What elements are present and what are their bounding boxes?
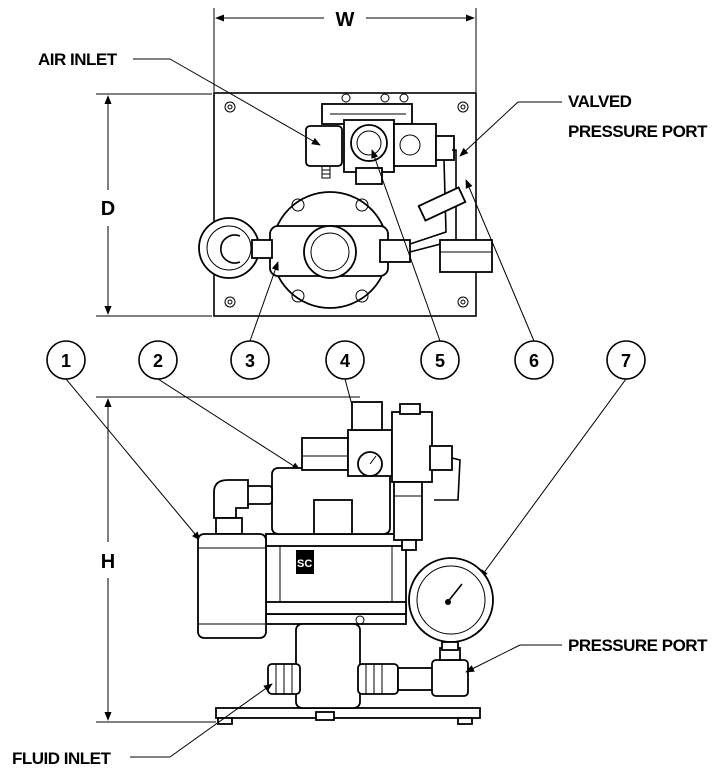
exhaust-muffler bbox=[197, 533, 267, 639]
svg-text:4: 4 bbox=[340, 351, 350, 371]
air-inlet-label: AIR INLET bbox=[38, 50, 118, 69]
fluid-inlet-callout: FLUID INLET bbox=[12, 683, 273, 768]
pressure-gauge bbox=[408, 557, 494, 643]
depth-dimension: D bbox=[96, 93, 212, 317]
pressure-port-callout: PRESSURE PORT bbox=[465, 636, 709, 673]
item-balloons: 1 2 3 4 5 6 7 bbox=[46, 340, 646, 380]
svg-text:1: 1 bbox=[61, 351, 71, 371]
pressure-port-valve bbox=[431, 659, 469, 697]
valved-pressure-port-label-1: VALVED bbox=[568, 92, 632, 111]
height-dimension: H bbox=[96, 396, 360, 723]
front-base-plate bbox=[215, 707, 481, 719]
depth-label: D bbox=[101, 198, 115, 220]
top-view: W D bbox=[96, 8, 493, 317]
mounting-bolts-top bbox=[224, 101, 469, 308]
fluid-inlet-label: FLUID INLET bbox=[12, 749, 111, 768]
svg-text:3: 3 bbox=[245, 351, 255, 371]
svg-text:2: 2 bbox=[153, 351, 163, 371]
svg-text:7: 7 bbox=[621, 351, 631, 371]
air-inlet-callout: AIR INLET bbox=[38, 50, 321, 146]
width-dimension: W bbox=[213, 8, 477, 92]
width-label: W bbox=[336, 9, 355, 31]
gauge-top bbox=[198, 217, 260, 279]
valved-pressure-port-label-2: PRESSURE PORT bbox=[568, 122, 708, 141]
regulator-knob-top bbox=[350, 124, 388, 162]
valved-pressure-port-callout: VALVED PRESSURE PORT bbox=[459, 92, 709, 157]
pump-body bbox=[265, 533, 407, 615]
height-label: H bbox=[101, 551, 115, 573]
air-inlet-solenoid bbox=[305, 125, 343, 167]
pressure-port-label: PRESSURE PORT bbox=[568, 636, 708, 655]
brand-logo: SC bbox=[297, 558, 312, 570]
svg-text:6: 6 bbox=[529, 351, 539, 371]
front-view: H SC bbox=[96, 396, 494, 725]
svg-text:5: 5 bbox=[435, 351, 445, 371]
